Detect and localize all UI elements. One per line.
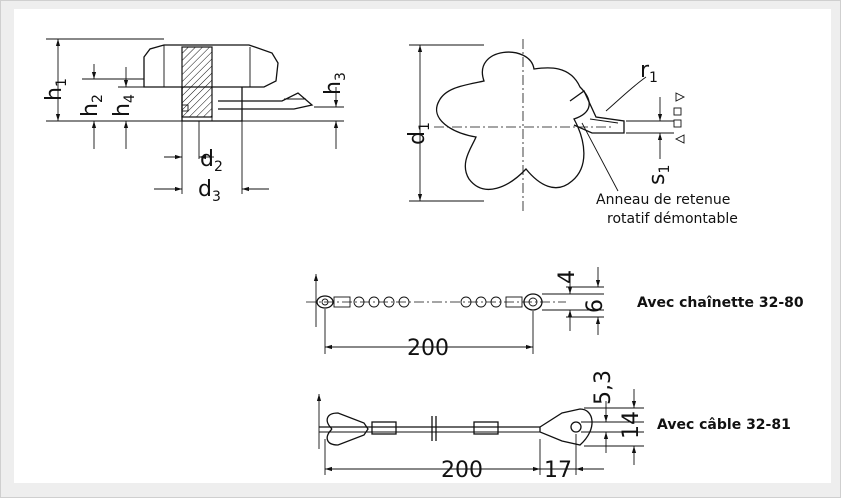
- technical-drawing: h1 h2 h4 h3 d2 d3 d1 r1 s1: [42, 38, 804, 483]
- callout-line-2: rotatif démontable: [607, 211, 738, 227]
- cable-eye-label: 17: [544, 458, 572, 483]
- ring-clip: [569, 90, 625, 134]
- dim-h4-label: h4: [110, 94, 138, 117]
- dim-h1-label: h1: [42, 78, 70, 101]
- cable-hole-label: 5,3: [591, 370, 616, 405]
- cable-height-label: 14: [619, 411, 644, 439]
- top-view: d1 r1 s1 Anneau de retenue rotatif démon…: [405, 39, 738, 227]
- dim-s1-label: s1: [645, 165, 673, 185]
- section-hatch: [181, 46, 213, 118]
- crimp-sleeve-left: [371, 421, 397, 435]
- cable-length-label: 200: [441, 458, 483, 483]
- side-view: h1 h2 h4 h3 d2 d3: [42, 38, 349, 205]
- chain-dim-small-label: 4: [555, 270, 580, 284]
- chain-caption: Avec chaînette 32-80: [637, 295, 804, 311]
- chain-length-label: 200: [407, 336, 449, 361]
- dim-h2-label: h2: [78, 94, 106, 117]
- dim-d3-label: d3: [198, 177, 221, 205]
- drawing-panel: h1 h2 h4 h3 d2 d3 d1 r1 s1: [14, 9, 831, 483]
- callout-line-1: Anneau de retenue: [596, 192, 730, 208]
- cable-eye-terminal: [539, 408, 593, 446]
- dim-r1-label: r1: [640, 58, 658, 86]
- star-knob-outline: [436, 51, 590, 190]
- chain-view: 200 4 6 Avec chaînette 32-80: [306, 267, 804, 361]
- cable-left-loop: [326, 412, 369, 446]
- chain-dim-height-label: 6: [583, 299, 608, 313]
- dim-d2-label: d2: [200, 147, 223, 175]
- cable-view: 200 17 5,3 14 Avec câble 32-81: [316, 370, 791, 483]
- cable-caption: Avec câble 32-81: [657, 417, 791, 433]
- dim-d1-label: d1: [405, 122, 433, 145]
- crimp-sleeve-right: [473, 421, 499, 435]
- retaining-ring: [218, 92, 314, 110]
- dim-h3-label: h3: [321, 72, 349, 95]
